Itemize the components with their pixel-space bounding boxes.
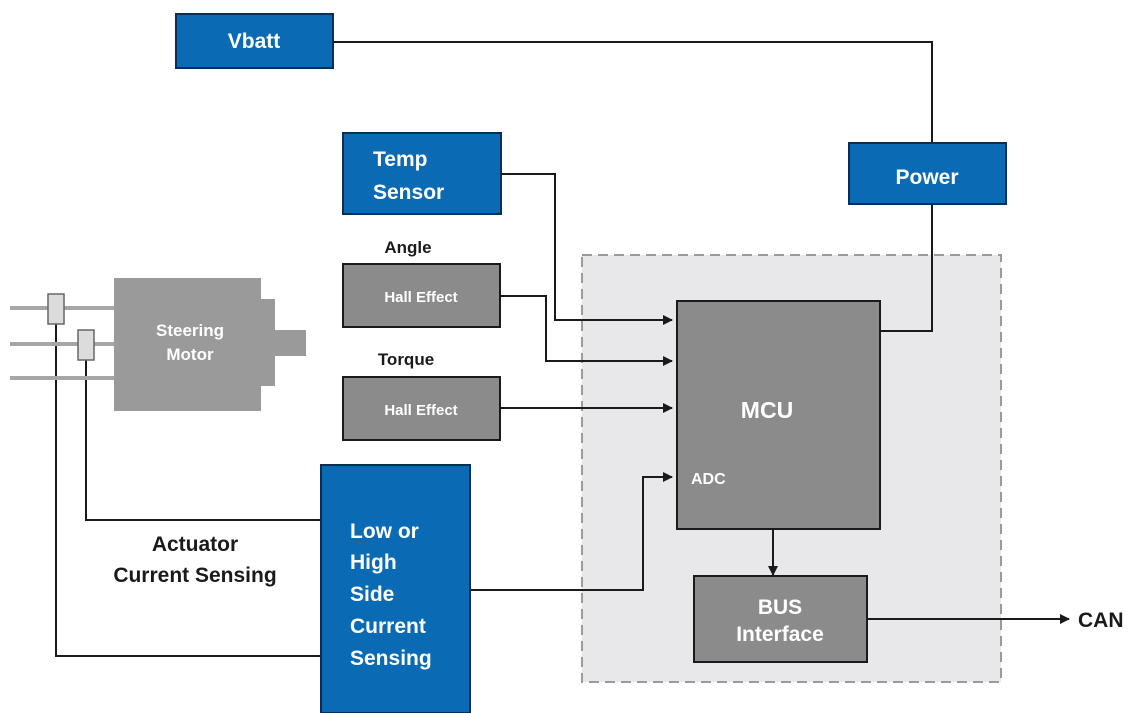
angle-hall-effect-label: Hall Effect — [384, 289, 457, 306]
steering-motor — [114, 278, 306, 411]
adc-label: ADC — [691, 471, 726, 488]
vbatt-block — [175, 13, 334, 69]
temp-to-mcu-line — [501, 173, 673, 325]
connection-lines — [55, 41, 1070, 657]
sense-resistor-2 — [77, 329, 95, 361]
angle-hall-effect-block — [342, 263, 501, 328]
current-sensing-label-5: Sensing — [350, 647, 432, 670]
can-label: CAN — [1078, 609, 1124, 632]
current-sensing-label-1: Low or — [350, 520, 419, 543]
temp-sensor-label-1: Temp — [373, 148, 427, 171]
angle-to-mcu-line — [500, 295, 673, 366]
actuator-caption-2: Current Sensing — [113, 564, 276, 587]
current-sensing-label-3: Side — [350, 583, 394, 606]
motor-label-1: Steering — [156, 321, 224, 340]
sense-resistor-1 — [47, 293, 65, 325]
mcu-label: MCU — [741, 397, 793, 423]
actuator-sense-wire-2 — [55, 302, 321, 657]
motor-label-2: Motor — [166, 345, 214, 364]
temp-sensor-label-2: Sensor — [373, 181, 444, 204]
angle-label: Angle — [384, 238, 431, 257]
torque-hall-effect-label: Hall Effect — [384, 402, 457, 419]
torque-hall-effect-block — [342, 376, 501, 441]
vbatt-to-power-line — [333, 41, 933, 143]
sensing-to-adc-line — [470, 472, 673, 591]
temp-sensor-block — [342, 132, 502, 215]
power-block — [848, 142, 1007, 205]
current-sensing-block — [320, 464, 471, 713]
bus-interface-label-1: BUS — [758, 596, 802, 619]
power-to-mcu-line — [880, 204, 933, 332]
actuator-sense-wire-1 — [85, 342, 321, 521]
current-sensing-label-4: Current — [350, 615, 426, 638]
power-label: Power — [895, 166, 958, 189]
vbatt-label: Vbatt — [228, 30, 281, 53]
mcu-block — [676, 300, 881, 530]
current-sensing-label-2: High — [350, 551, 397, 574]
bus-interface-label-2: Interface — [736, 623, 824, 646]
torque-label: Torque — [378, 350, 434, 369]
bus-interface-block — [693, 575, 868, 663]
actuator-caption-1: Actuator — [152, 533, 238, 556]
